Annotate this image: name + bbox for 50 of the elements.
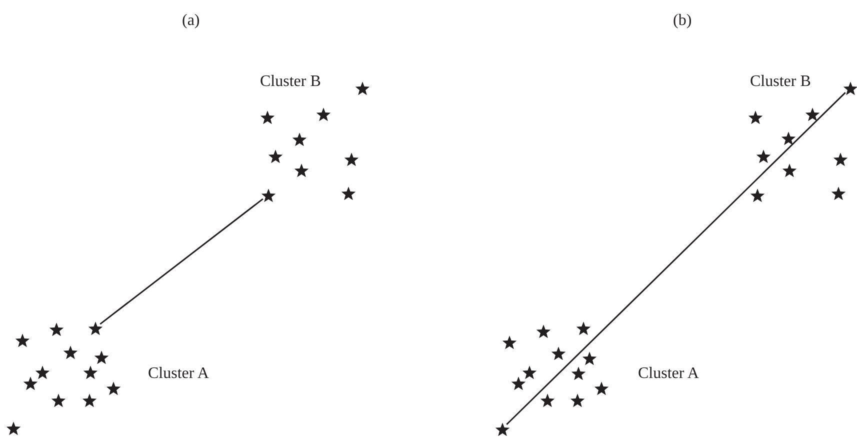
star-marker bbox=[82, 364, 98, 380]
star-marker bbox=[756, 148, 770, 164]
star-marker bbox=[570, 366, 586, 380]
star-marker bbox=[316, 106, 330, 122]
star-marker bbox=[780, 130, 796, 146]
star-marker bbox=[550, 346, 566, 360]
star-marker bbox=[782, 162, 796, 178]
cluster-label: Cluster B bbox=[750, 73, 811, 91]
star-marker bbox=[34, 364, 50, 380]
cluster-label: Cluster A bbox=[148, 365, 209, 383]
star-marker bbox=[832, 152, 848, 166]
connector-line bbox=[100, 198, 264, 325]
star-marker bbox=[582, 350, 596, 366]
star-marker bbox=[94, 350, 108, 364]
star-marker bbox=[510, 376, 526, 390]
star-marker bbox=[750, 188, 764, 202]
star-marker bbox=[260, 188, 276, 202]
star-marker bbox=[522, 364, 536, 380]
star-marker bbox=[594, 380, 608, 396]
star-marker bbox=[294, 162, 308, 178]
star-marker bbox=[354, 80, 370, 96]
star-marker bbox=[748, 110, 762, 124]
star-marker bbox=[62, 344, 78, 360]
panel-label: (b) bbox=[673, 12, 692, 30]
star-marker bbox=[6, 420, 20, 436]
panel-label: (a) bbox=[182, 12, 200, 30]
star-marker bbox=[576, 320, 590, 336]
star-marker bbox=[842, 80, 857, 96]
star-marker bbox=[830, 186, 846, 200]
star-marker bbox=[106, 380, 120, 396]
star-marker bbox=[340, 186, 356, 200]
star-marker bbox=[50, 392, 66, 408]
star-marker bbox=[536, 324, 550, 338]
star-marker bbox=[14, 332, 30, 348]
star-marker bbox=[804, 106, 820, 122]
cluster-label: Cluster B bbox=[260, 73, 321, 91]
connector-line bbox=[506, 92, 846, 425]
star-marker bbox=[48, 322, 64, 336]
star-marker bbox=[292, 132, 306, 146]
star-marker bbox=[268, 148, 282, 164]
star-marker bbox=[22, 376, 38, 390]
star-marker bbox=[344, 152, 358, 166]
cluster-label: Cluster A bbox=[638, 365, 699, 383]
star-marker bbox=[570, 392, 584, 408]
star-marker bbox=[540, 392, 554, 408]
star-marker bbox=[502, 334, 516, 350]
star-marker bbox=[260, 110, 274, 124]
star-marker bbox=[82, 392, 96, 408]
star-marker bbox=[494, 422, 510, 436]
star-marker bbox=[88, 320, 102, 336]
